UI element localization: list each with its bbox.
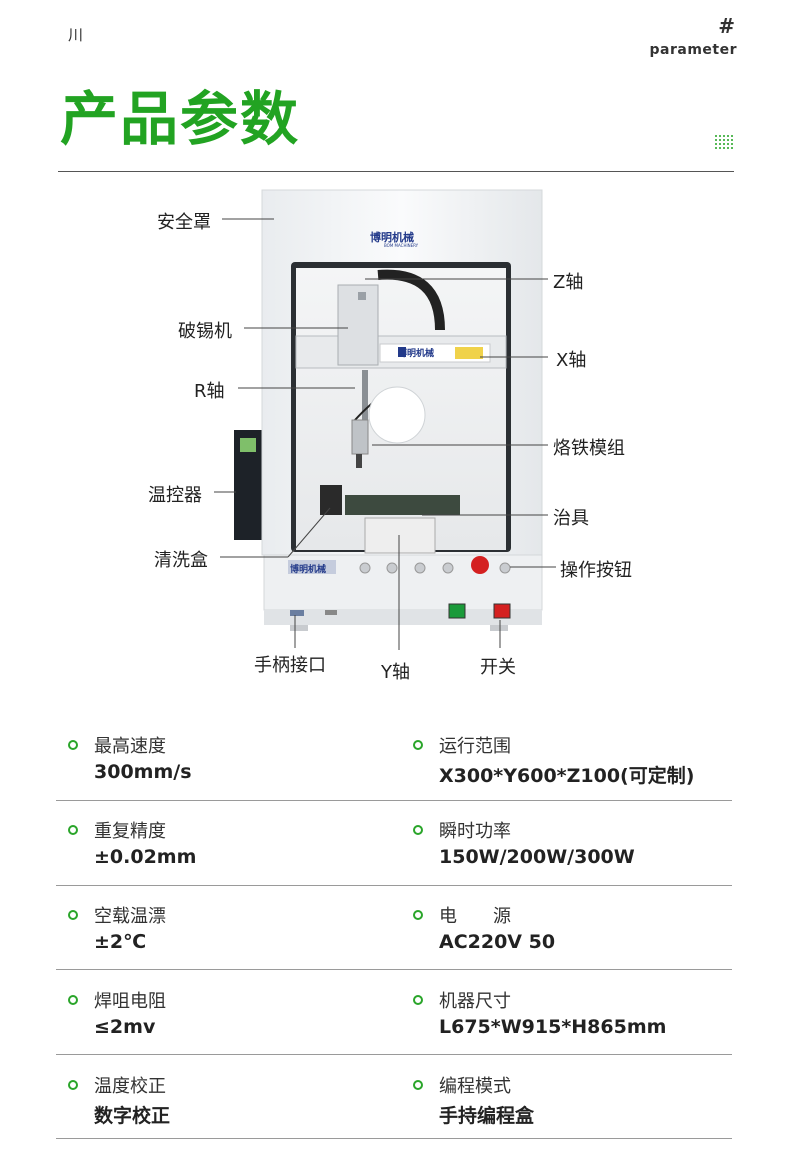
row-divider xyxy=(56,969,732,970)
spec-label: 瞬时功率 xyxy=(439,821,511,842)
parameter-label: parameter xyxy=(649,42,737,58)
callout-r-axis: R轴 xyxy=(194,381,225,402)
callout-z-axis: Z轴 xyxy=(553,272,584,293)
callout-tin-breaker: 破锡机 xyxy=(178,321,232,342)
callout-safety-cover: 安全罩 xyxy=(157,212,211,233)
bullet-icon xyxy=(68,1080,78,1090)
spec-label: 运行范围 xyxy=(439,736,511,757)
row-divider xyxy=(56,1138,732,1139)
brand-sub-text: BOM MACHINERY xyxy=(384,243,419,248)
callout-y-axis: Y轴 xyxy=(381,662,410,683)
bullet-icon xyxy=(68,995,78,1005)
spec-value: 数字校正 xyxy=(94,1105,171,1127)
callout-cleaning-box: 清洗盒 xyxy=(154,550,208,571)
spec-value: ±2℃ xyxy=(94,931,147,953)
spec-label: 编程模式 xyxy=(439,1076,511,1097)
callout-fixture: 治具 xyxy=(553,508,589,529)
callout-handle-port: 手柄接口 xyxy=(254,655,326,676)
bullet-icon xyxy=(68,910,78,920)
page-title: 产品参数 xyxy=(60,85,301,153)
soldering-machine-image xyxy=(234,189,543,631)
dot-grid-icon xyxy=(715,135,733,149)
spec-label: 焊咀电阻 xyxy=(94,991,166,1012)
brand-logo-gantry: 博明机械 xyxy=(398,349,435,359)
spec-value: 手持编程盒 xyxy=(439,1105,535,1127)
bullet-icon xyxy=(413,995,423,1005)
spec-label: 温度校正 xyxy=(94,1076,166,1097)
row-divider xyxy=(56,800,732,801)
spec-label: 重复精度 xyxy=(94,821,166,842)
spec-label: 电 源 xyxy=(439,906,511,927)
spec-label: 最高速度 xyxy=(94,736,166,757)
spec-value: 300mm/s xyxy=(94,761,192,783)
spec-value: ≤2mv xyxy=(94,1016,156,1038)
callout-x-axis: X轴 xyxy=(556,350,587,371)
bullet-icon xyxy=(413,825,423,835)
callout-temp-controller: 温控器 xyxy=(148,485,202,506)
spec-label: 机器尺寸 xyxy=(439,991,511,1012)
spec-value: AC220V 50 xyxy=(439,931,556,953)
spec-value: L675*W915*H865mm xyxy=(439,1016,667,1038)
bullet-icon xyxy=(413,1080,423,1090)
header-divider xyxy=(58,171,734,172)
hash-symbol: # xyxy=(718,14,735,38)
callout-switch: 开关 xyxy=(480,657,516,678)
bullet-icon xyxy=(413,910,423,920)
row-divider xyxy=(56,885,732,886)
row-divider xyxy=(56,1054,732,1055)
spec-value: ±0.02mm xyxy=(94,846,197,868)
brand-logo-top: 博明机械 xyxy=(370,231,414,244)
callout-iron-module: 烙铁模组 xyxy=(553,438,625,459)
bullet-icon xyxy=(68,825,78,835)
bullet-icon xyxy=(413,740,423,750)
decorative-mark: 川 xyxy=(68,26,85,44)
callout-operation-buttons: 操作按钮 xyxy=(560,560,632,581)
bullet-icon xyxy=(68,740,78,750)
brand-logo-front: 博明机械 xyxy=(290,565,327,575)
spec-label: 空载温漂 xyxy=(94,906,166,927)
spec-value: X300*Y600*Z100(可定制) xyxy=(439,765,695,787)
spec-value: 150W/200W/300W xyxy=(439,846,635,868)
